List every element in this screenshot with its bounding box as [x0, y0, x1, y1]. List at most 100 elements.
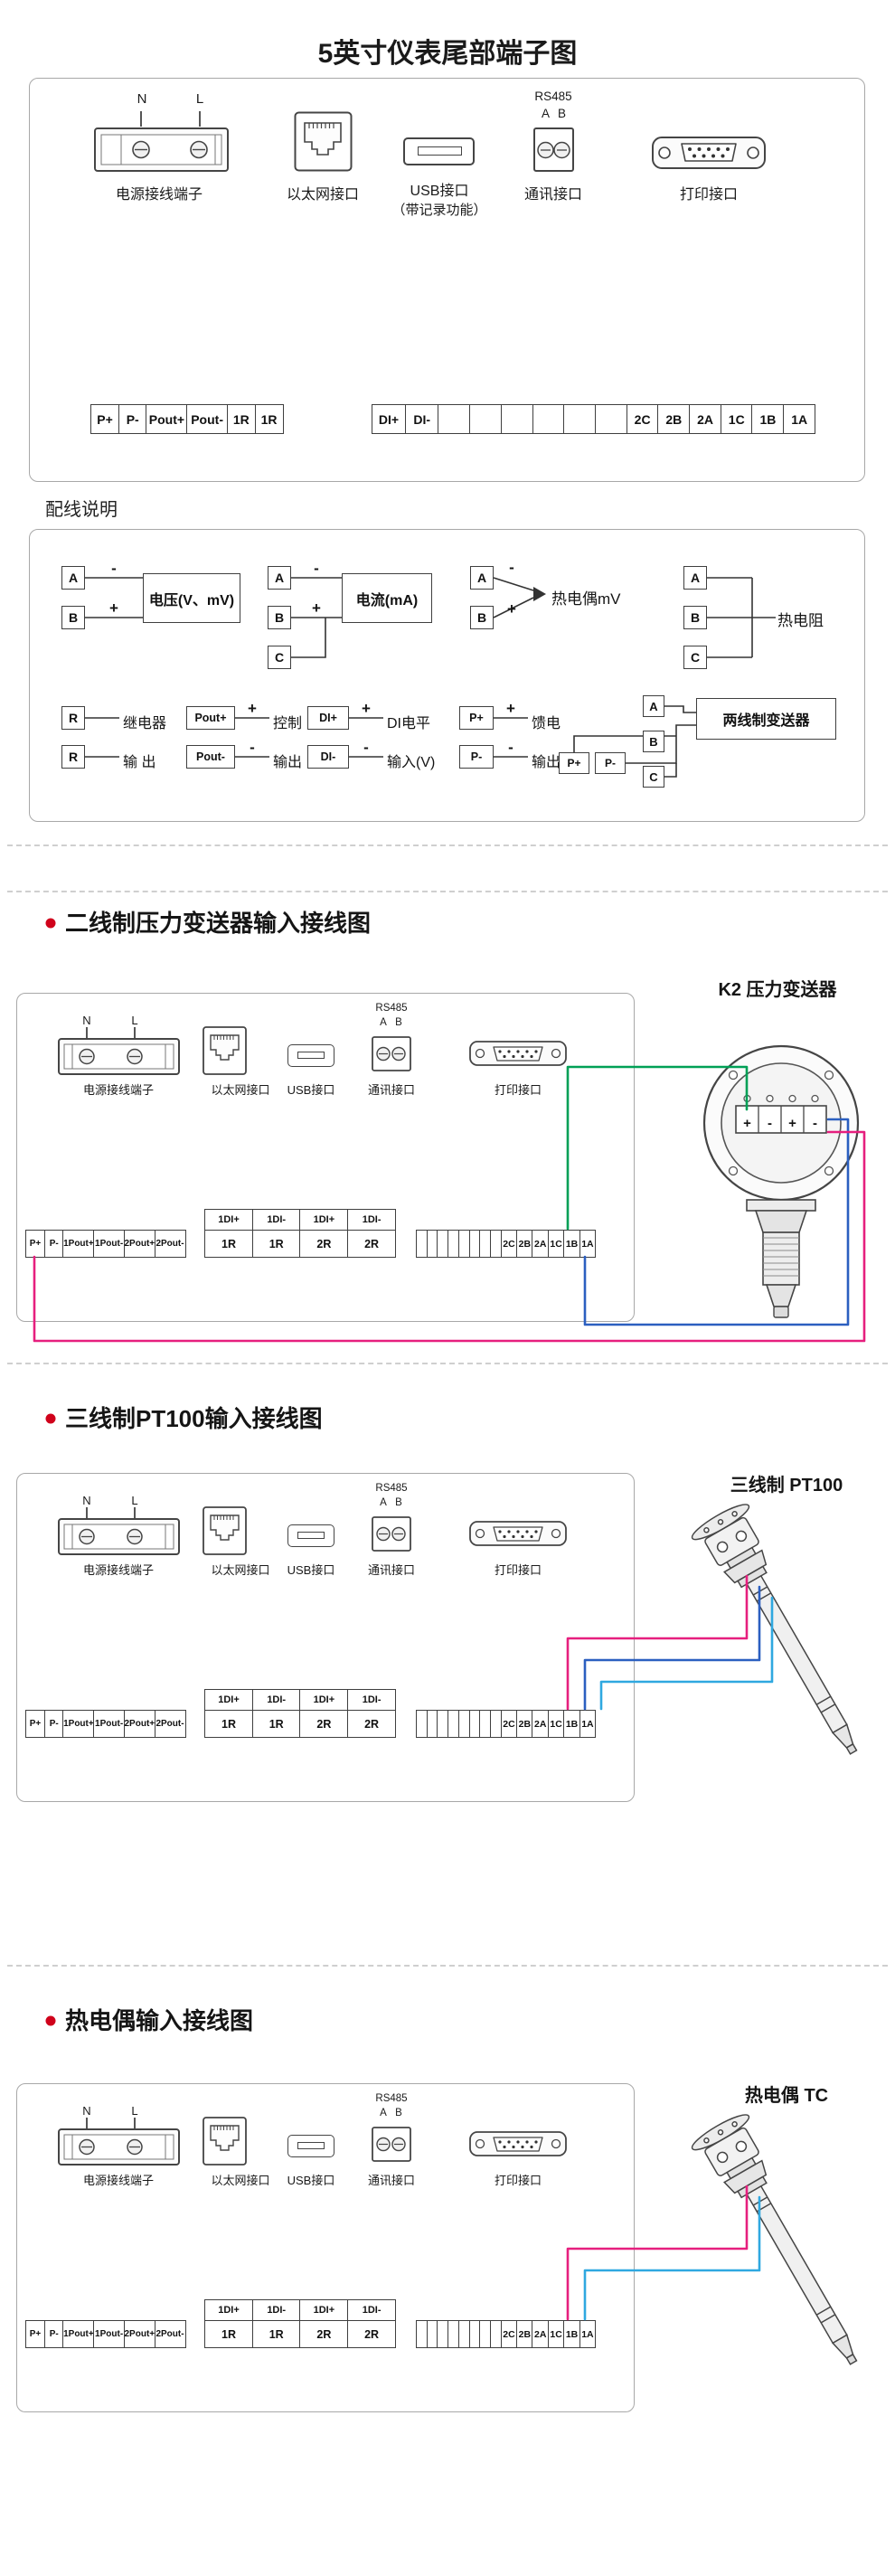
terminal-strip-relay: 1R 1R 2R 2R [204, 2320, 397, 2348]
polarity-sign: - [509, 559, 514, 576]
terminal-cell: P+ [90, 404, 119, 434]
terminal-cell-blank [500, 404, 533, 434]
terminal-cell: Pout+ [146, 404, 188, 434]
relay-output-label: 继电器 [123, 716, 167, 731]
terminal-cell: 2R [347, 2320, 397, 2348]
terminal-cell-blank [532, 404, 565, 434]
terminal-cell: 1R [204, 1230, 253, 1258]
terminal-cell: 1Pout- [93, 2320, 126, 2348]
terminal-cell-blank [563, 404, 597, 434]
terminal-strip-relay: 1R 1R 2R 2R [204, 1230, 397, 1258]
comm-port-icon [372, 2127, 411, 2162]
terminal-cell: 1Pout+ [62, 2320, 95, 2348]
bullet-icon [45, 2015, 56, 2026]
l-tick [134, 1027, 136, 1038]
usb-tongue [297, 1052, 325, 1059]
terminal-cell: 1DI- [347, 1689, 397, 1711]
power-terminal-icon [94, 127, 229, 172]
usb-tongue [297, 2142, 325, 2149]
terminal-cell: 1C [547, 2320, 565, 2348]
terminal-cell: 2Pout- [154, 1230, 186, 1258]
printer-port-icon [652, 137, 766, 169]
terminal-cell: 1DI- [251, 1689, 301, 1711]
usb-port-icon [403, 137, 475, 165]
power-terminal-icon [58, 2128, 180, 2166]
terminal-cell: 2A [689, 404, 722, 434]
terminal-cell: 1DI- [251, 2299, 301, 2321]
rs485-label: RS485 [375, 1483, 408, 1494]
current-input-label: 电流(mA) [342, 573, 432, 623]
polarity-sign: + [507, 600, 516, 618]
power-terminal-label: 电源接线端子 [82, 1083, 154, 1097]
power-terminal-icon [58, 1518, 180, 1555]
printer-label: 打印接口 [494, 2174, 542, 2187]
terminal-strip-di: 1DI+ 1DI- 1DI+ 1DI- [204, 1209, 397, 1231]
terminal-cell: 2Pout- [154, 2320, 186, 2348]
terminal-cell: 1Pout- [93, 1710, 126, 1738]
terminal-cell: 1DI+ [299, 1209, 349, 1231]
power-l-label: L [131, 1014, 138, 1027]
rs485-b-label: B [395, 1017, 402, 1028]
terminal-cell: 1B [751, 404, 785, 434]
ethernet-port-icon [203, 1026, 247, 1075]
terminal-b: B [470, 606, 494, 629]
terminal-p-minus: P- [595, 752, 626, 774]
usb-port-icon [287, 2135, 334, 2157]
terminal-cell: 1Pout- [93, 1230, 126, 1258]
terminal-cell: 1R [226, 404, 256, 434]
terminal-cell: 1R [251, 1710, 301, 1738]
rs485-a-label: A [541, 107, 550, 120]
terminal-cell: 1R [251, 1230, 301, 1258]
ethernet-label: 以太网接口 [211, 2174, 270, 2187]
bullet-icon [45, 1413, 56, 1424]
terminal-cell: 1DI- [347, 2299, 397, 2321]
rs485-label: RS485 [534, 90, 572, 103]
rs485-b-label: B [395, 1497, 402, 1508]
wiring-notes-lines: - + - + - + + - + - + - [85, 559, 776, 778]
printer-label: 打印接口 [494, 1083, 542, 1097]
power-l-label: L [195, 91, 204, 107]
terminal-pout-plus: Pout+ [186, 706, 235, 730]
rtd-input-label: 热电阻 [777, 612, 824, 629]
ethernet-port-icon [294, 111, 353, 172]
terminal-di-minus: DI- [307, 745, 349, 769]
rs485-label: RS485 [375, 1003, 408, 1014]
terminal-cell: 1DI- [251, 1209, 301, 1231]
terminal-cell: 1A [783, 404, 816, 434]
control-output-label2: 输出 [273, 755, 303, 770]
terminal-cell: 1DI+ [204, 2299, 253, 2321]
terminal-cell: 1R [204, 2320, 253, 2348]
usb-label: USB接口 [287, 1083, 335, 1097]
terminal-b: B [683, 606, 707, 629]
terminal-cell: 2Pout+ [123, 2320, 155, 2348]
terminal-cell: P- [118, 404, 147, 434]
usb-label: USB接口 [287, 2174, 335, 2187]
terminal-b: B [643, 731, 664, 752]
terminal-cell: 2R [299, 1710, 349, 1738]
terminal-cell: P+ [25, 1230, 45, 1258]
terminal-strip-di: 1DI+ 1DI- 1DI+ 1DI- [204, 2299, 397, 2321]
terminal-pout-minus: Pout- [186, 745, 235, 769]
n-tick [86, 2118, 88, 2128]
terminal-c: C [683, 646, 707, 669]
terminal-cell: 1A [579, 2320, 597, 2348]
terminal-r: R [61, 745, 85, 769]
terminal-strip-relay: 1R 1R 2R 2R [204, 1710, 397, 1738]
two-wire-transmitter-label: 两线制变送器 [696, 698, 836, 740]
terminal-cell: 1DI+ [204, 1209, 253, 1231]
rs485-b-label: B [395, 2108, 402, 2118]
terminal-cell: 1C [720, 404, 753, 434]
thermocouple-input-label: 热电偶mV [551, 590, 621, 608]
terminal-c: C [268, 646, 291, 669]
rs485-b-label: B [557, 107, 566, 120]
usb-label: USB接口 [410, 184, 469, 199]
terminal-p-plus: P+ [559, 752, 589, 774]
wiring-notes-heading: 配线说明 [45, 500, 118, 520]
section-separator [7, 891, 888, 892]
transmitter-terminal-label: - [768, 1116, 772, 1131]
comm-port-icon [372, 1036, 411, 1071]
terminal-cell: 2C [500, 1710, 518, 1738]
power-terminal-icon [58, 1038, 180, 1075]
terminal-c: C [643, 766, 664, 788]
